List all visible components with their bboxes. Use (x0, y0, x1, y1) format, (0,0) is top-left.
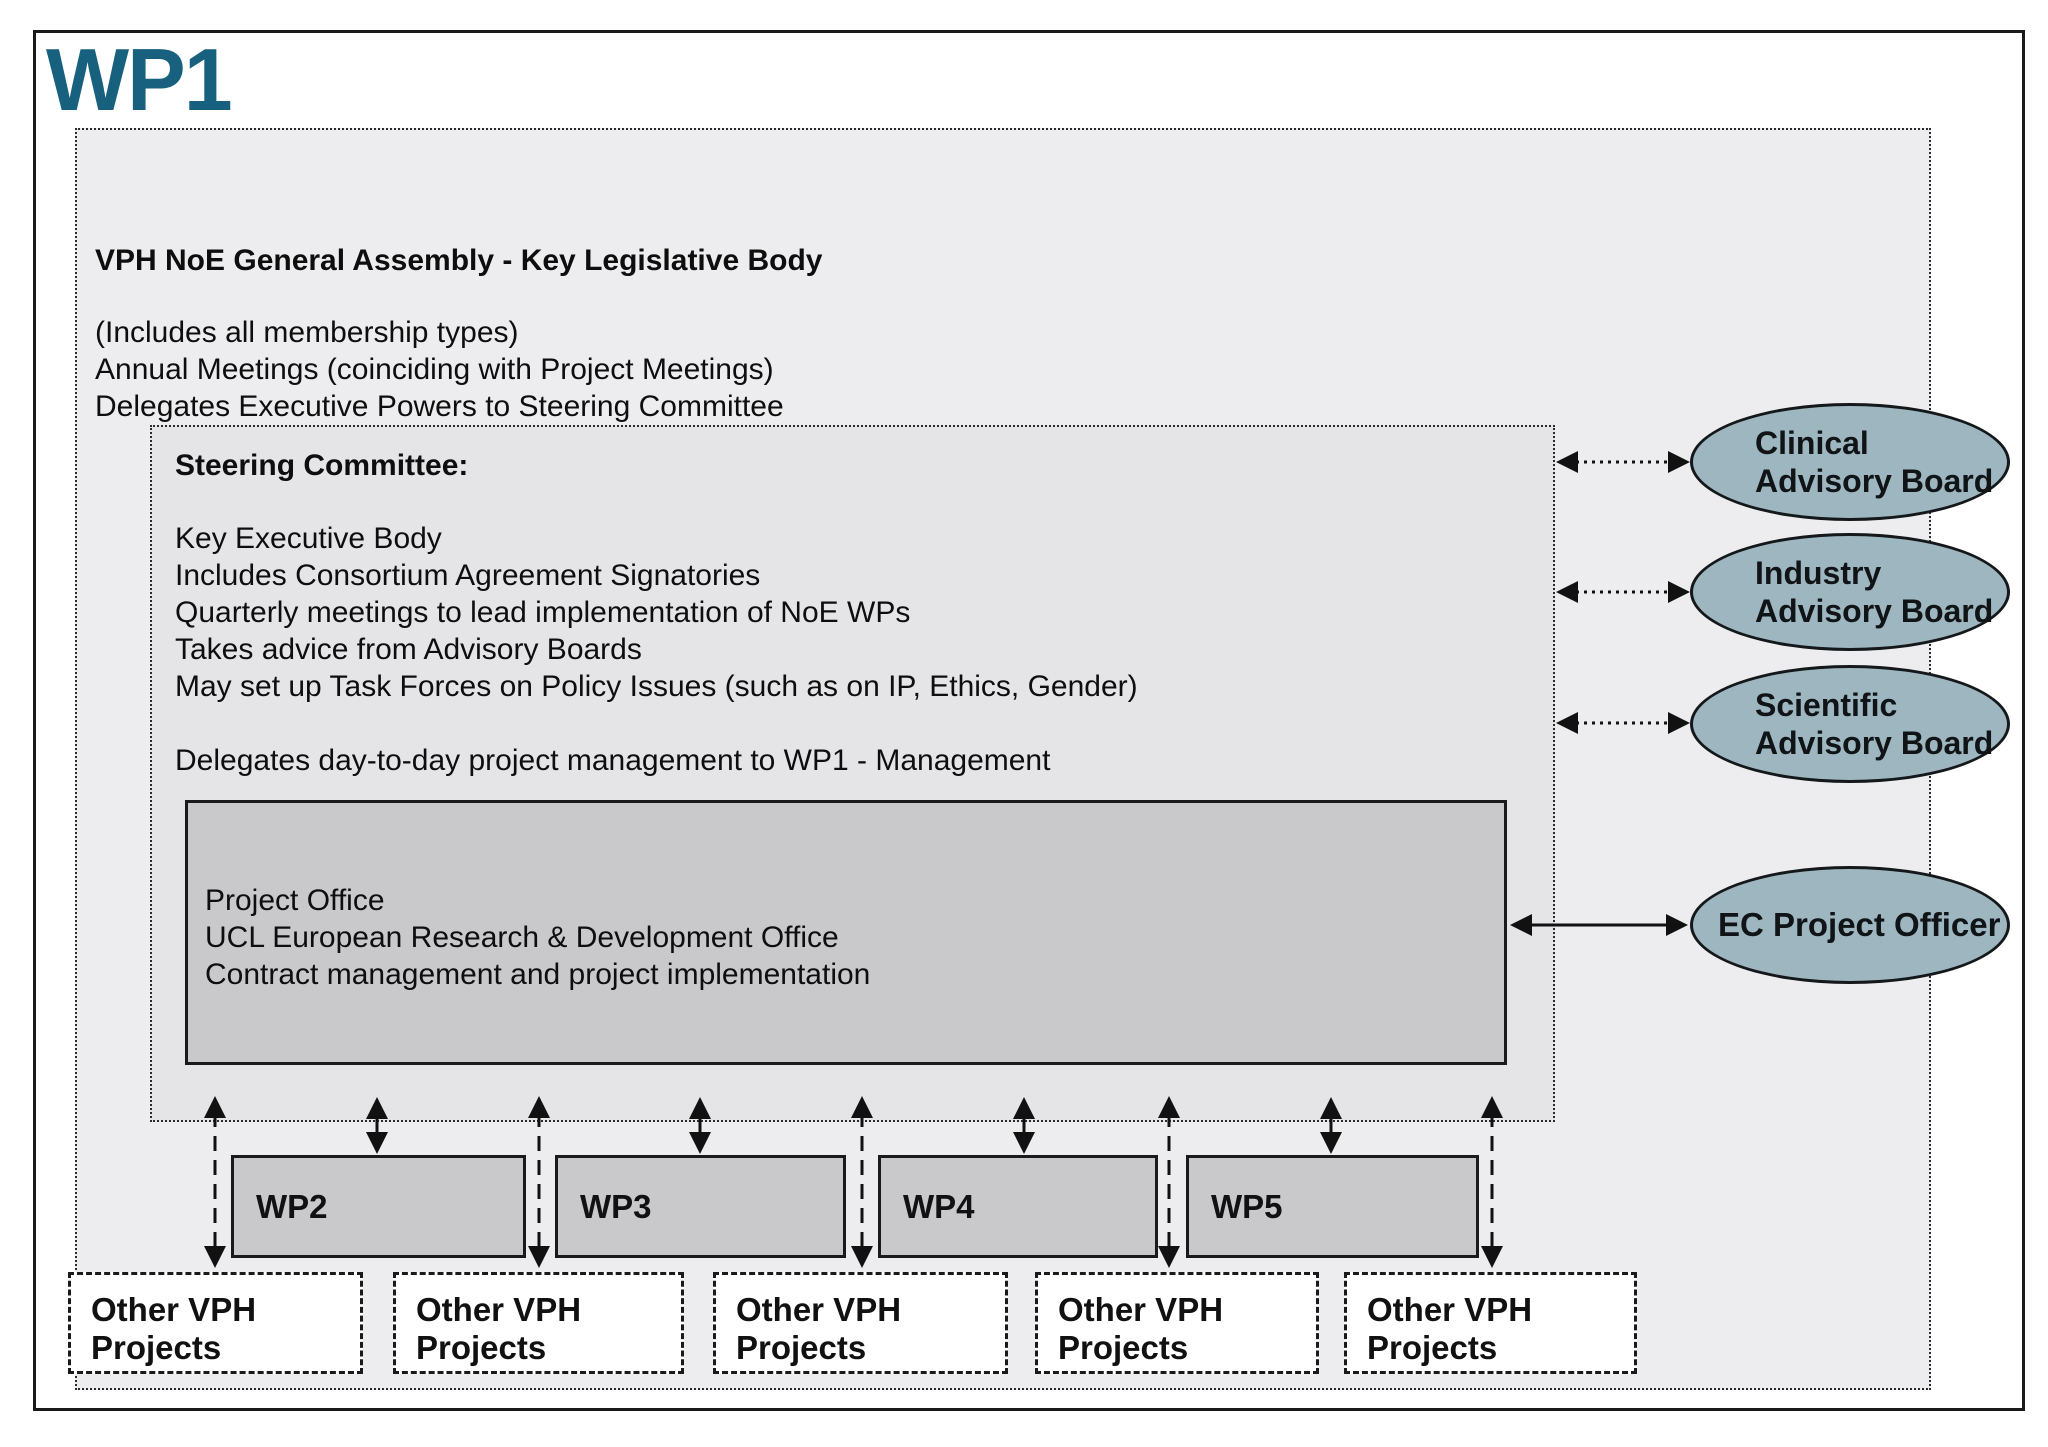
steering-committee-line: Quarterly meetings to lead implementatio… (175, 596, 911, 629)
other-vph-line: Other VPH (416, 1291, 582, 1328)
industry-advisory-board-ellipse: Industry Advisory Board (1690, 533, 2010, 651)
ec-project-officer-ellipse: EC Project Officer (1690, 866, 2010, 984)
other-vph-projects-box-3: Other VPH Projects (713, 1272, 1008, 1374)
general-assembly-line: (Includes all membership types) (95, 316, 519, 349)
steering-committee-title: Steering Committee: (175, 449, 469, 482)
other-vph-projects-box-1: Other VPH Projects (68, 1272, 363, 1374)
other-vph-line: Other VPH (736, 1291, 902, 1328)
other-vph-projects-box-5: Other VPH Projects (1344, 1272, 1637, 1374)
other-vph-line: Projects (1058, 1329, 1189, 1366)
wp5-label: WP5 (1211, 1187, 1283, 1225)
board-label-line: Advisory Board (1755, 725, 1994, 761)
steering-committee-description: Key Executive Body Includes Consortium A… (175, 520, 1138, 705)
project-office-line: Contract management and project implemen… (205, 958, 871, 991)
other-vph-projects-box-4: Other VPH Projects (1035, 1272, 1319, 1374)
steering-committee-line: May set up Task Forces on Policy Issues … (175, 670, 1138, 703)
scientific-advisory-board-ellipse: Scientific Advisory Board (1690, 665, 2010, 783)
other-vph-line: Projects (91, 1329, 222, 1366)
industry-advisory-board-label: Industry Advisory Board (1693, 554, 1993, 630)
steering-committee-line: Includes Consortium Agreement Signatorie… (175, 559, 761, 592)
steering-committee-delegates-line: Delegates day-to-day project management … (175, 744, 1051, 777)
clinical-advisory-board-ellipse: Clinical Advisory Board (1690, 403, 2010, 521)
project-office-line: UCL European Research & Development Offi… (205, 921, 839, 954)
project-office-line: Project Office (205, 884, 385, 917)
board-label-line: Clinical (1755, 425, 1869, 461)
board-label-line: Advisory Board (1755, 463, 1994, 499)
project-office-box (185, 800, 1507, 1065)
wp4-label: WP4 (903, 1187, 975, 1225)
wp3-label: WP3 (580, 1187, 652, 1225)
scientific-advisory-board-label: Scientific Advisory Board (1693, 686, 1993, 762)
board-label-line: Industry (1755, 555, 1882, 591)
project-office-description: Project Office UCL European Research & D… (205, 882, 870, 993)
other-vph-line: Projects (1367, 1329, 1498, 1366)
wp4-box: WP4 (878, 1155, 1158, 1258)
board-label-line: Scientific (1755, 687, 1898, 723)
general-assembly-line: Annual Meetings (coinciding with Project… (95, 353, 774, 386)
ec-project-officer-label: EC Project Officer (1718, 906, 2001, 943)
other-vph-line: Other VPH (1367, 1291, 1533, 1328)
general-assembly-title: VPH NoE General Assembly - Key Legislati… (95, 244, 823, 277)
other-vph-line: Other VPH (91, 1291, 257, 1328)
steering-committee-line: Takes advice from Advisory Boards (175, 633, 642, 666)
general-assembly-line: Delegates Executive Powers to Steering C… (95, 390, 784, 423)
other-vph-projects-box-2: Other VPH Projects (393, 1272, 684, 1374)
wp2-box: WP2 (231, 1155, 526, 1258)
general-assembly-description: (Includes all membership types) Annual M… (95, 314, 784, 425)
other-vph-line: Other VPH (1058, 1291, 1224, 1328)
wp5-box: WP5 (1186, 1155, 1479, 1258)
other-vph-line: Projects (416, 1329, 547, 1366)
page-title: WP1 (46, 30, 233, 129)
wp2-label: WP2 (256, 1187, 328, 1225)
wp3-box: WP3 (555, 1155, 846, 1258)
other-vph-line: Projects (736, 1329, 867, 1366)
board-label-line: Advisory Board (1755, 593, 1994, 629)
steering-committee-line: Key Executive Body (175, 522, 442, 555)
clinical-advisory-board-label: Clinical Advisory Board (1693, 424, 1993, 500)
